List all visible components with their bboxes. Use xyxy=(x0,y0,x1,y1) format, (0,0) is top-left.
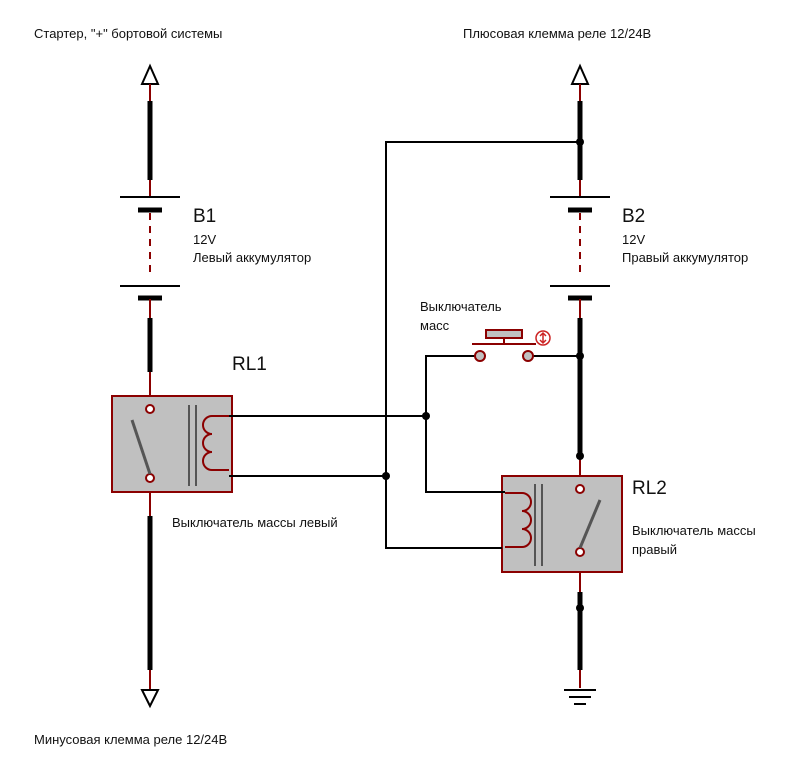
battery-b2-voltage: 12V xyxy=(622,232,645,247)
arrow-up-terminal-icon xyxy=(570,63,590,85)
battery-b2-symbol xyxy=(550,196,610,301)
left-branch xyxy=(111,63,233,709)
battery-b1-ref: B1 xyxy=(193,206,216,227)
relay-rl1-ref: RL1 xyxy=(232,354,267,375)
battery-b2-name: Правый аккумулятор xyxy=(622,250,748,265)
right-branch xyxy=(501,63,623,705)
relay-rl2-ref: RL2 xyxy=(632,478,667,499)
interconnect-wires xyxy=(229,141,580,549)
switch-label-line1: Выключатель xyxy=(420,299,502,314)
battery-b2-ref: B2 xyxy=(622,206,645,227)
junction-dots xyxy=(382,138,584,612)
arrow-down-terminal-icon xyxy=(140,689,160,709)
label-starter: Стартер, "+" бортовой системы xyxy=(34,26,222,41)
label-minus-terminal: Минусовая клемма реле 12/24В xyxy=(34,732,227,747)
toggle-indicator-icon[interactable] xyxy=(535,330,551,346)
battery-b1-voltage: 12V xyxy=(193,232,216,247)
relay-rl1-symbol xyxy=(111,395,233,493)
ground-icon xyxy=(564,689,596,705)
relay-rl2-caption-line2: правый xyxy=(632,542,677,557)
relay-rl2-symbol xyxy=(501,475,623,573)
relay-rl2-caption-line1: Выключатель массы xyxy=(632,523,756,538)
label-plus-terminal: Плюсовая клемма реле 12/24В xyxy=(463,26,651,41)
switch-label-line2: масс xyxy=(420,318,450,333)
relay-rl1-caption: Выключатель массы левый xyxy=(172,515,338,530)
mass-switch[interactable] xyxy=(472,329,551,362)
battery-b1-symbol xyxy=(120,196,180,301)
battery-b1-name: Левый аккумулятор xyxy=(193,250,311,265)
arrow-up-terminal-icon xyxy=(140,63,160,85)
